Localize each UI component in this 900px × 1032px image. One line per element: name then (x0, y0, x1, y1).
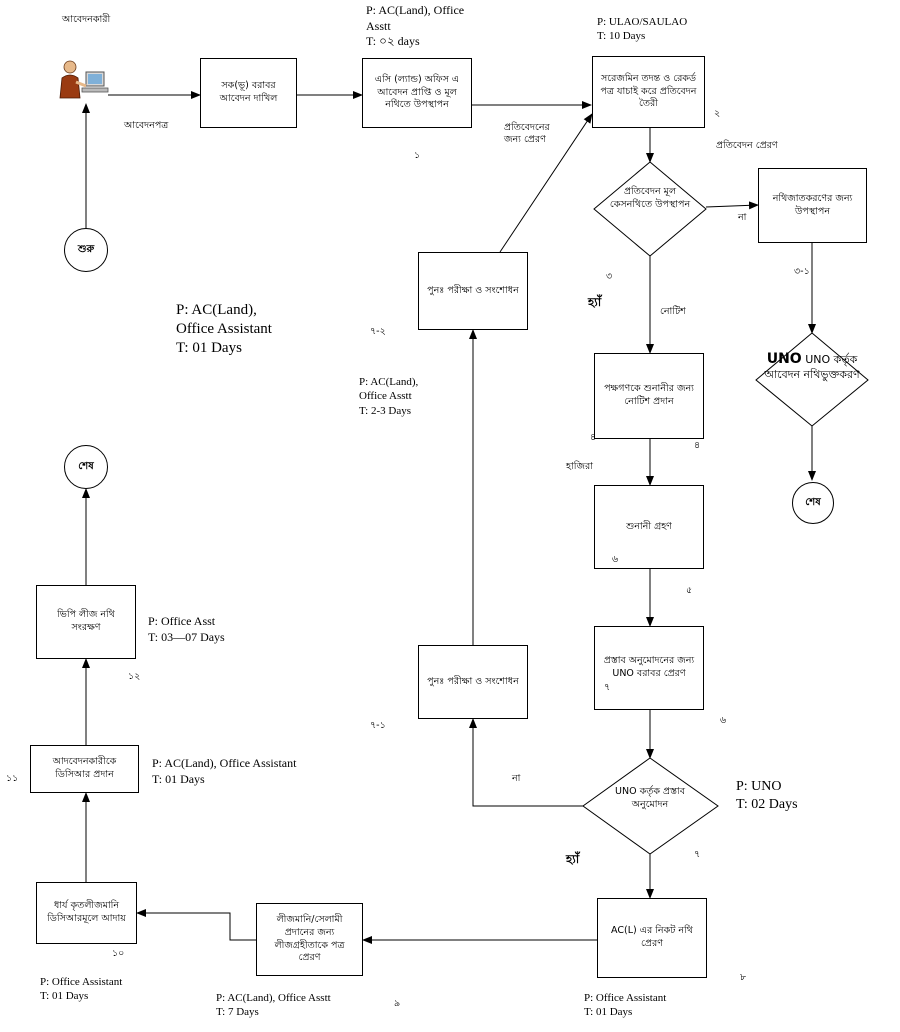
node-forward-file[interactable]: নথিজাতকরণের জন্য উপস্থাপন (758, 168, 867, 243)
node-investigate[interactable]: সরেজমিন তদন্ত ও রেকর্ড পত্র যাচাই করে প্… (592, 56, 705, 128)
annotation-collect: P: Office Assistant T: 01 Days (40, 976, 123, 1003)
edge-label-yes-bottom: হ্যাঁ (566, 852, 580, 866)
edge-recheck-to-investigate (499, 113, 593, 253)
node-receive[interactable]: এসি (ল্যান্ড) অফিস এ আবেদন প্রাপ্তি ও মূ… (362, 58, 472, 128)
applicant-label: আবেদনকারী (62, 14, 111, 25)
step-number-9: ৯ (394, 998, 401, 1009)
edge-label-send-report: প্রতিবেদন প্রেরণ (716, 140, 778, 151)
unofile-uno-word: UNO (766, 351, 802, 367)
edge-label-application: আবেদনপত্র (124, 120, 169, 131)
node-recheck-top[interactable]: পুনঃ পরীক্ষা ও সংশোধন (418, 252, 528, 330)
node-preserve[interactable]: ভিপি লীজ নথি সংরক্ষণ (36, 585, 136, 659)
step-number-12: ১২ (128, 671, 141, 682)
edge-label-notice: নোটিশ (660, 306, 686, 317)
step-number-8: ৮ (740, 972, 747, 983)
step-number-7-2: ৭-২ (370, 326, 386, 337)
node-give-dcr[interactable]: আদবেদনকারীকে ডিসিআর প্রদান (30, 745, 139, 793)
annotation-lease: P: AC(Land), Office Asstt T: 7 Days (216, 992, 331, 1019)
step-number-5: ৫ (686, 585, 693, 596)
edge-approve-to-recheck (469, 718, 583, 807)
edge-lease-to-collect (136, 909, 256, 941)
step-number-10: ১০ (112, 948, 125, 959)
annotation-preserve: P: Office Asst T: 03—07 Days (148, 614, 225, 644)
decision-approve-text: UNO কর্তৃক প্রস্তাব অনুমোদন (615, 786, 685, 810)
decision-diamond-report (593, 161, 707, 257)
edge-label-no-right: না (738, 212, 747, 223)
step-number-2: ২ (714, 108, 721, 119)
annotation-recheck: P: AC(Land), Office Asstt T: 2-3 Days (359, 376, 419, 417)
node-lease-letter[interactable]: লীজমানি/সেলামী প্রদানের জন্য লীজগ্রহীতাক… (256, 903, 363, 976)
step-number-7a: ৭ (604, 682, 611, 693)
step-number-6b: ৬ (720, 715, 727, 726)
annotation-big-left: P: AC(Land), Office Assistant T: 01 Days (176, 302, 272, 356)
annotation-uno: P: UNO T: 02 Days (736, 779, 798, 812)
node-collect[interactable]: ধার্য কৃতলীজমানি ডিসিআরমূলে আদায় (36, 882, 137, 944)
step-number-6a: ৬ (612, 554, 619, 565)
node-recheck-bottom[interactable]: পুনঃ পরীক্ষা ও সংশোধন (418, 645, 528, 719)
node-submit[interactable]: সক(ভূ) বরাবর আবেদন দাখিল (200, 58, 297, 128)
edge-label-yes-mid: হ্যাঁ (588, 295, 602, 309)
node-hearing[interactable]: শুনানী গ্রহণ (594, 485, 704, 569)
edge-decision-to-forward (705, 201, 759, 210)
step-number-3: ৩ (606, 271, 613, 282)
decision-report-text: প্রতিবেদন মূল কেসনথিতে উপস্থাপন (609, 186, 691, 210)
step-number-7-1: ৭-১ (370, 720, 386, 731)
annotation-receive: P: AC(Land), Office Asstt T: ০২ days (366, 3, 465, 49)
annotation-dcr: P: AC(Land), Office Assistant T: 01 Days (152, 756, 297, 786)
edge-label-no-bottom: না (512, 773, 521, 784)
end-node-right[interactable]: শেষ (792, 482, 834, 524)
annotation-send: P: Office Assistant T: 01 Days (584, 992, 667, 1019)
decision-diamond-unofile (755, 332, 869, 427)
decision-diamond-approve (582, 757, 719, 855)
step-number-11: ১১ (6, 773, 19, 784)
end-node-left[interactable]: শেষ (64, 445, 108, 489)
step-number-4b: ৪ (694, 440, 701, 451)
node-proposal[interactable]: প্রস্তাব অনুমোদনের জন্য UNO বরাবর প্রেরণ (594, 626, 704, 710)
edge-label-send-for-report: প্রতিবেদনের জন্য প্রেরণ (504, 122, 550, 146)
decision-unofile-text: UNO UNO কর্তৃক আবেদন নথিভুক্তকরণ (762, 350, 862, 382)
start-node[interactable]: শুরু (64, 228, 108, 272)
step-number-3-1: ৩-১ (794, 266, 810, 277)
node-notice[interactable]: পক্ষগণকে শুনানীর জন্য নোটিশ প্রদান (594, 353, 704, 439)
step-number-7b: ৭ (694, 849, 701, 860)
step-number-1: ১ (414, 150, 421, 161)
edge-label-attendance: হাজিরা (566, 461, 593, 472)
applicant-person-icon (59, 60, 109, 99)
annotation-investigate: P: ULAO/SAULAO T: 10 Days (597, 16, 688, 43)
step-number-4a: ৪ (590, 432, 597, 443)
node-send-acl[interactable]: AC(L) এর নিকট নথি প্রেরণ (597, 898, 707, 978)
unofile-text: UNO কর্তৃক আবেদন নথিভুক্তকরণ (764, 353, 860, 382)
